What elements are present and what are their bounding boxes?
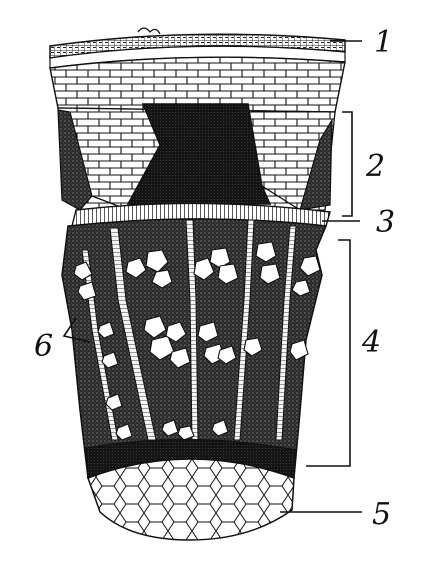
bracket-2 (342, 112, 352, 216)
label-5: 5 (372, 497, 391, 532)
xylem-region (62, 219, 326, 478)
label-2: 2 (365, 149, 385, 184)
label-4: 4 (361, 325, 381, 360)
phloem-region (58, 104, 335, 212)
label-3: 3 (376, 205, 395, 240)
label-1: 1 (374, 25, 393, 60)
label-6: 6 (34, 329, 53, 364)
pith-region (88, 459, 294, 540)
